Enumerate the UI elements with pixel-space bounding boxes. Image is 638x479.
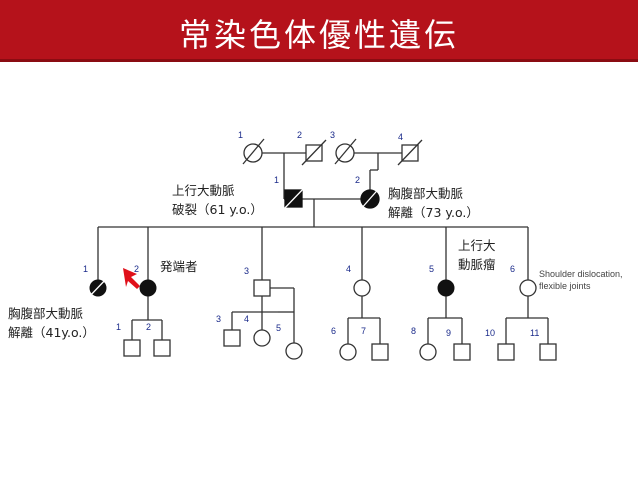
gen2-person-2-affected-female xyxy=(359,184,383,211)
gen1-person-4 xyxy=(397,139,423,166)
gen1-number-2: 2 xyxy=(297,130,302,140)
gen4-number-10: 10 xyxy=(485,328,495,338)
gen1-person-1 xyxy=(242,138,265,165)
gen4-number-7: 7 xyxy=(361,326,366,336)
gen4-number-9: 9 xyxy=(446,328,451,338)
gen3-person-1-affected-female xyxy=(87,276,109,299)
gen4-person-6 xyxy=(339,343,357,361)
gen4-number-3: 3 xyxy=(216,314,221,324)
gen4-person-11 xyxy=(539,343,557,361)
gen3-number-6: 6 xyxy=(510,264,515,274)
gen4-number-8: 8 xyxy=(411,326,416,336)
gen3-number-3: 3 xyxy=(244,266,249,276)
annotation-gen3-5: 上行大 動脈瘤 xyxy=(458,236,496,274)
gen3-person-6 xyxy=(519,279,537,297)
pedigree-lines xyxy=(97,152,549,344)
gen2-person-1-affected-male xyxy=(280,185,307,213)
annotation-mother-line1: 胸腹部大動脈 xyxy=(388,186,464,201)
gen4-person-1 xyxy=(123,339,141,357)
gen1-person-3 xyxy=(334,138,357,165)
gen1-number-1: 1 xyxy=(238,130,243,140)
gen3-person-2-proband xyxy=(139,279,157,297)
gen4-person-5 xyxy=(285,342,303,360)
gen3-number-1: 1 xyxy=(83,264,88,274)
annotation-gen3-6: Shoulder dislocation, flexible joints xyxy=(539,268,623,292)
gen3-number-4: 4 xyxy=(346,264,351,274)
annotation-gen3-1-line1: 胸腹部大動脈 xyxy=(8,306,84,321)
gen4-person-2 xyxy=(153,339,171,357)
proband-arrow-icon xyxy=(123,268,140,289)
gen4-number-4: 4 xyxy=(244,314,249,324)
annotation-father-line2: 破裂（61 y.o.） xyxy=(172,202,263,217)
title-banner: 常染色体優性遺伝 xyxy=(0,0,638,62)
page-title: 常染色体優性遺伝 xyxy=(178,16,459,54)
gen3-number-2: 2 xyxy=(134,264,139,274)
gen2-number-2: 2 xyxy=(355,175,360,185)
annotation-father-line1: 上行大動脈 xyxy=(172,183,235,198)
gen4-number-2: 2 xyxy=(146,322,151,332)
annotation-mother-line2: 解離（73 y.o.） xyxy=(388,205,479,220)
gen3-number-5: 5 xyxy=(429,264,434,274)
gen4-number-11: 11 xyxy=(530,328,539,338)
annotation-gen3-5-line1: 上行大 xyxy=(458,238,496,253)
annotation-gen3-5-line2: 動脈瘤 xyxy=(458,257,496,272)
gen3-person-3 xyxy=(253,279,271,297)
gen4-number-6: 6 xyxy=(331,326,336,336)
annotation-proband: 発端者 xyxy=(160,259,198,274)
annotation-gen3-6-line1: Shoulder dislocation, xyxy=(539,269,623,279)
gen2-number-1: 1 xyxy=(274,175,279,185)
annotation-gen3-1: 胸腹部大動脈 解離（41y.o.） xyxy=(8,304,95,342)
gen4-person-4 xyxy=(253,329,271,347)
gen4-person-3 xyxy=(223,329,241,347)
gen3-person-5-affected xyxy=(437,279,455,297)
gen4-person-7 xyxy=(371,343,389,361)
gen4-number-5: 5 xyxy=(276,323,281,333)
annotation-gen3-1-line2: 解離（41y.o.） xyxy=(8,325,95,340)
gen4-person-10 xyxy=(497,343,515,361)
gen1-person-2 xyxy=(301,139,327,166)
banner-underline xyxy=(0,59,638,62)
gen4-person-8 xyxy=(419,343,437,361)
gen1-number-4: 4 xyxy=(398,132,403,142)
annotation-father: 上行大動脈 破裂（61 y.o.） xyxy=(172,181,263,219)
gen4-number-1: 1 xyxy=(116,322,121,332)
annotation-gen3-6-line2: flexible joints xyxy=(539,281,591,291)
annotation-mother: 胸腹部大動脈 解離（73 y.o.） xyxy=(388,184,479,222)
gen3-person-4 xyxy=(353,279,371,297)
gen1-number-3: 3 xyxy=(330,130,335,140)
gen4-person-9 xyxy=(453,343,471,361)
